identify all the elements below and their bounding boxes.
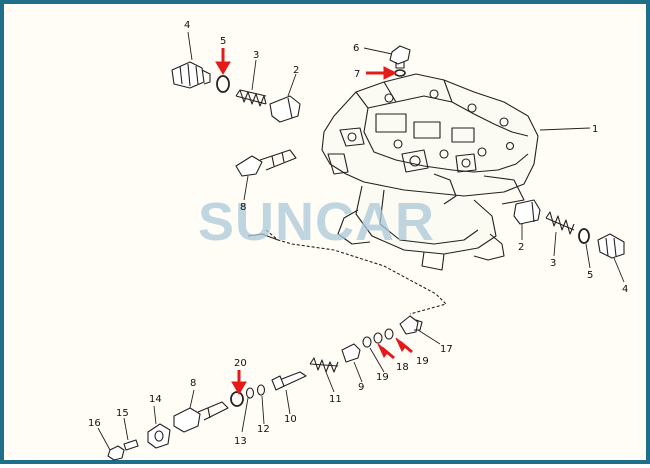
callout-label: 2 <box>293 65 299 76</box>
callout-label: 1 <box>592 124 598 135</box>
screw-part-15 <box>123 439 139 451</box>
callout-label: 10 <box>284 414 297 425</box>
callout-label: 14 <box>149 394 162 405</box>
arrow-part-18 <box>377 343 395 360</box>
callout-label: 6 <box>353 43 359 54</box>
ring-part-12 <box>256 384 266 396</box>
spool-part-2-right <box>513 199 541 225</box>
callout-label: 3 <box>253 50 259 61</box>
cap-part-14 <box>147 423 171 449</box>
arrow-part-19 <box>395 337 413 354</box>
washer-part-19-left <box>362 336 372 348</box>
callout-label: 4 <box>622 284 628 295</box>
o-ring-part-20 <box>230 391 244 407</box>
callout-label: 16 <box>88 418 101 429</box>
callout-label: 12 <box>257 424 270 435</box>
callout-label: 13 <box>234 436 247 447</box>
callout-label: 9 <box>358 382 364 393</box>
arrow-part-7 <box>366 66 398 80</box>
o-ring-part-5-right <box>578 228 590 244</box>
spool-part-2-top <box>269 95 301 123</box>
callout-label: 11 <box>329 394 342 405</box>
pin-part-10 <box>271 371 307 391</box>
o-ring-part-5-top <box>216 75 230 93</box>
callout-label: 4 <box>184 20 190 31</box>
nut-part-16 <box>107 445 125 461</box>
spring-part-11 <box>309 357 339 373</box>
callout-label: 5 <box>587 270 593 281</box>
callout-label: 17 <box>440 344 453 355</box>
callout-label: 8 <box>240 202 246 213</box>
leader-line <box>265 229 447 315</box>
plug-part-17 <box>399 315 423 335</box>
spool-part-8-bottom <box>173 401 229 433</box>
callout-label: 8 <box>190 378 196 389</box>
callout-label: 2 <box>518 242 524 253</box>
bolt-part-6 <box>389 45 411 69</box>
spool-part-8-top <box>235 149 297 177</box>
highlight-arrows <box>215 48 413 395</box>
plug-part-4-top <box>171 61 211 89</box>
callout-label: 19 <box>416 356 429 367</box>
callout-leaders <box>97 31 625 451</box>
spring-part-3-right <box>545 211 575 235</box>
ring-part-13 <box>245 387 255 399</box>
valve-body-part-1 <box>321 73 539 271</box>
callout-label: 15 <box>116 408 129 419</box>
o-ring-part-19-right <box>384 328 394 340</box>
seal-part-18 <box>373 332 383 344</box>
callout-label: 3 <box>550 258 556 269</box>
callout-labels: 4 5 3 2 6 7 1 8 2 3 5 4 17 19 18 19 9 11… <box>88 20 628 447</box>
callout-label: 18 <box>396 362 409 373</box>
exploded-parts-diagram: SUNCAR 4 5 3 2 6 7 1 8 2 3 5 4 17 19 18 … <box>88 20 628 461</box>
plug-part-4-right <box>597 233 625 259</box>
callout-label: 20 <box>234 358 247 369</box>
callout-label: 5 <box>220 36 226 47</box>
piston-part-9 <box>341 343 361 363</box>
arrow-part-20 <box>231 370 247 395</box>
watermark-text: SUNCAR <box>198 192 435 252</box>
spring-part-3-top <box>235 89 267 107</box>
callout-label: 7 <box>354 69 360 80</box>
arrow-part-5 <box>215 48 231 75</box>
callout-label: 19 <box>376 372 389 383</box>
